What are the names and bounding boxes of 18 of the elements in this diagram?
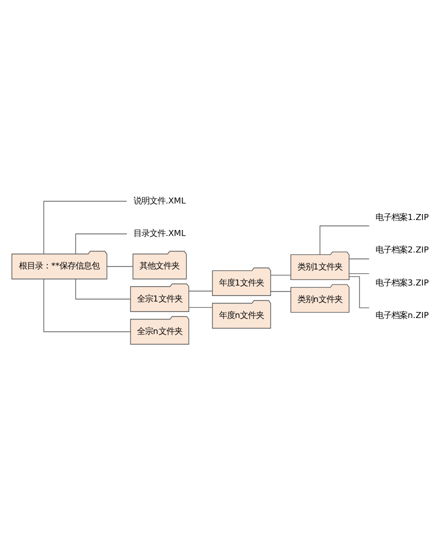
node-text: 说明文件.XML — [134, 195, 186, 206]
connector — [270, 274, 292, 276]
node-text: 电子档案3.ZIP — [376, 277, 429, 288]
connector — [270, 291, 292, 292]
node-text: 电子档案1.ZIP — [376, 212, 429, 222]
connector — [348, 258, 370, 260]
node-text: 目录文件.XML — [134, 228, 186, 238]
node-text: 电子档案2.ZIP — [376, 244, 429, 255]
connector — [320, 226, 370, 255]
connector — [43, 200, 128, 254]
connector — [188, 290, 212, 292]
connector — [106, 266, 134, 267]
node-text: 电子档案n.ZIP — [376, 310, 429, 320]
connector — [75, 234, 128, 254]
connector — [348, 273, 370, 274]
connector — [43, 278, 131, 332]
connector — [75, 278, 131, 300]
connector — [188, 307, 212, 308]
